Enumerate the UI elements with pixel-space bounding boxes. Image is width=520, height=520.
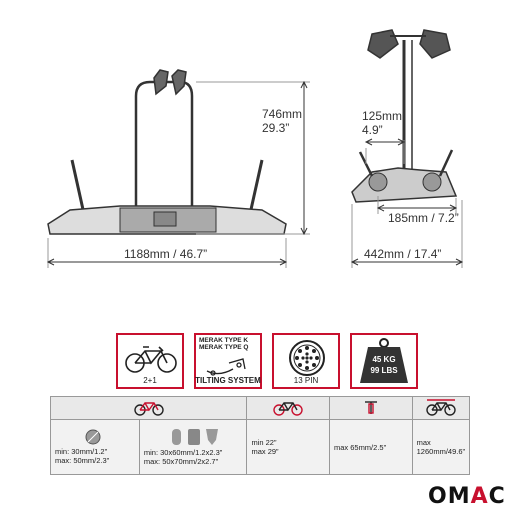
front-mast [134,80,194,212]
front-top-clamps [153,69,187,96]
plug-13-pin-icon [289,340,325,376]
table-body-row: min: 30mm/1.2” max: 50mm/2.3” min: 30x60… [50,419,471,475]
tilting-icon [206,358,246,376]
frame-round-cell: min: 30mm/1.2” max: 50mm/2.3” [50,419,140,475]
wheelbase-cell: max 1260mm/49.6” [411,419,471,475]
front-left-arm [70,159,86,215]
front-right-arm [248,159,264,215]
wheel-max: max 29” [251,447,279,456]
depth-mid-label: 185mm / 7.2” [388,211,459,225]
feature-pin-box [272,333,340,389]
frame-round-min: min: 30mm/1.2” [55,447,108,456]
feature-pin-label: 13 PIN [293,376,319,385]
arm-offset-mm-label: 125mm [362,109,403,123]
header-wheelbase-cell [411,396,471,420]
weight-lbs-label: 99 LBS [370,366,398,375]
weight-kg-label: 45 KG [372,355,396,364]
bicycle-frame-icon [134,402,164,416]
frame-round-max: max: 50mm/2.3” [55,456,110,465]
oval-tube-icons [171,429,218,445]
tyre-max: max 65mm/2.5” [333,442,387,452]
merak-q-label: MERAK TYPE Q [199,344,249,351]
wheel-size-cell: min 22” max 29” [246,419,330,475]
height-in-label: 29.3” [262,121,290,135]
frame-oval-max: max: 50x70mm/2x2.7” [143,457,219,466]
bicycle-icon [125,346,177,373]
arm-offset-in-label: 4.9” [362,123,383,137]
table-header-row [49,396,471,420]
wheel-min: min 22” [251,438,277,447]
header-wheel-cell [246,396,330,420]
depth-total-label: 442mm / 17.4” [364,247,442,261]
feature-tilting-box: MERAK TYPE K MERAK TYPE Q [194,333,262,389]
wheelbase-max: max 1260mm/49.6” [416,438,465,456]
compatibility-table: min: 30mm/1.2” max: 50mm/2.3” min: 30x60… [49,396,471,475]
header-frame-cell [49,396,248,420]
feature-tilting-label: TILTING SYSTEM [195,376,261,385]
side-top-clamps [367,29,451,59]
tyre-width-icon [364,401,377,414]
feature-bikes-box [116,333,184,389]
header-tyre-cell [328,396,413,420]
height-mm-label: 746mm [262,107,303,121]
wheelbase-icon [426,399,456,416]
weight-icon [360,338,408,383]
feature-bikes-label: 2+1 [143,376,157,385]
omac-logo: OMAC [428,484,506,509]
feature-weight-box: 45 KG 99 LBS [350,333,418,389]
tyre-width-cell: max 65mm/2.5” [328,419,413,475]
merak-k-label: MERAK TYPE K [199,337,249,344]
round-tube-icon [85,429,101,445]
technical-drawing [46,29,464,268]
frame-oval-min: min: 30x60mm/1.2x2.3” [143,448,223,457]
frame-oval-cell: min: 30x60mm/1.2x2.3” max: 50x70mm/2x2.7… [138,419,248,475]
bicycle-wheel-icon [273,402,303,416]
width-total-label: 1188mm / 46.7” [124,247,208,261]
